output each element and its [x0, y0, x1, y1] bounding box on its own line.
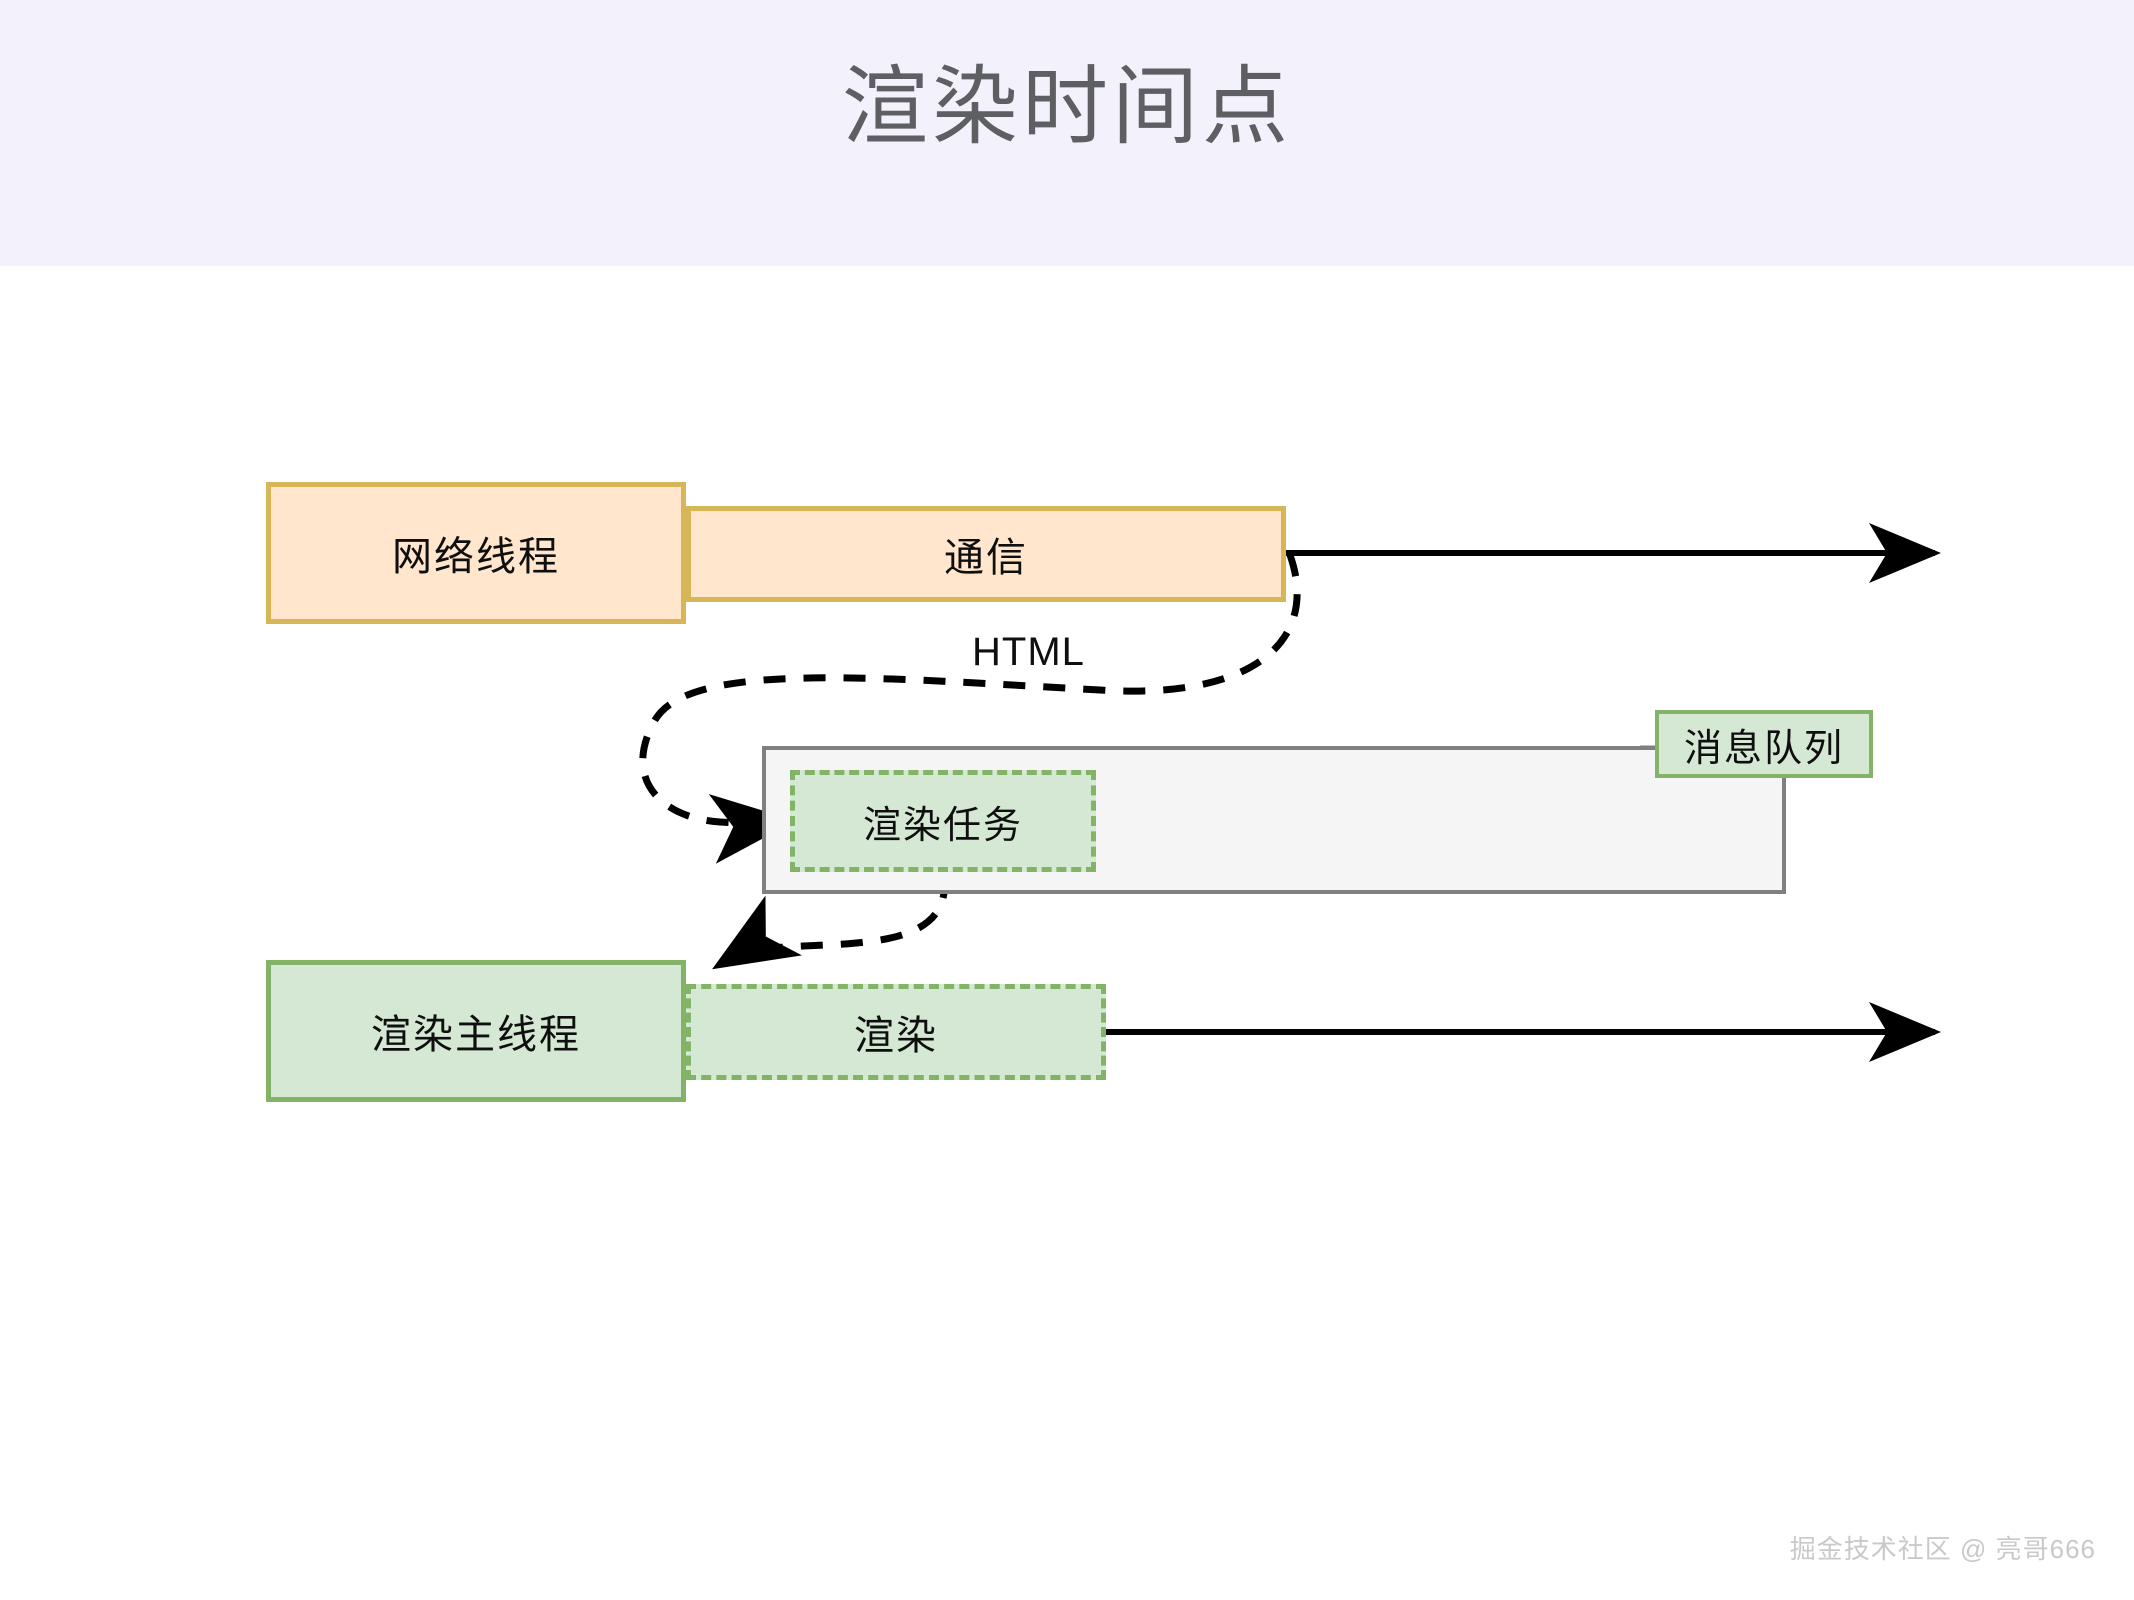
node-render-main-thread[interactable]: 渲染主线程 — [266, 960, 686, 1102]
annotation-html-label: HTML — [972, 630, 1085, 674]
node-network-thread-label: 网络线程 — [392, 535, 560, 579]
node-render-task[interactable]: 渲染任务 — [790, 770, 1096, 872]
node-render-task-label: 渲染任务 — [862, 804, 1023, 847]
page-title: 渲染时间点 — [842, 59, 1292, 155]
node-network-thread[interactable]: 网络线程 — [266, 482, 686, 624]
node-render[interactable]: 渲染 — [686, 984, 1106, 1080]
node-communication[interactable]: 通信 — [686, 506, 1286, 602]
node-communication-label: 通信 — [944, 536, 1028, 580]
node-render-main-thread-label: 渲染主线程 — [371, 1013, 581, 1057]
header-band — [0, 0, 2134, 266]
node-message-queue-label[interactable]: 消息队列 — [1655, 710, 1873, 778]
node-render-label: 渲染 — [854, 1014, 938, 1058]
watermark: 掘金技术社区 @ 亮哥666 — [1789, 1534, 2096, 1564]
node-message-queue-label-text: 消息队列 — [1683, 727, 1844, 770]
